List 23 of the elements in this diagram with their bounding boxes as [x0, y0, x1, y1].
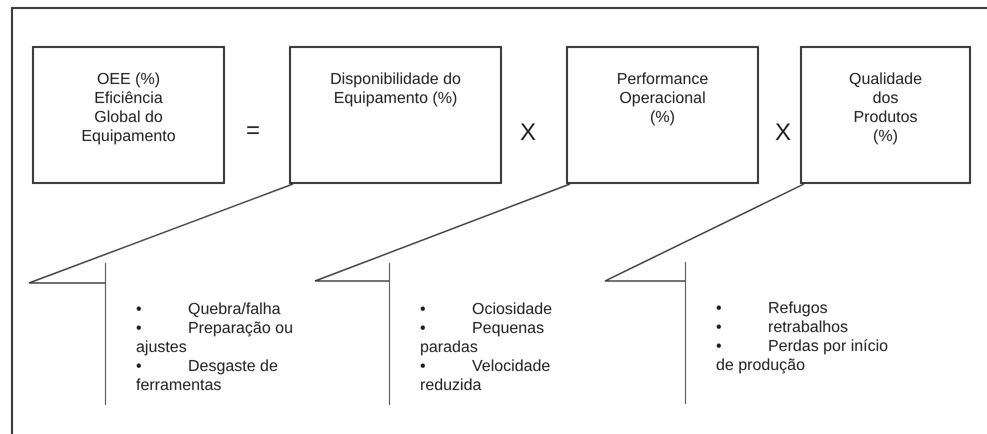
formula-box: [289, 46, 502, 184]
formula-box: [800, 46, 971, 184]
box-text: Qualidade dos Produtos (%): [848, 70, 923, 146]
leader-line: [314, 183, 570, 282]
operator-symbol: =: [246, 119, 260, 143]
bullet-item: • Ociosidade: [420, 300, 554, 319]
bullet-item: • Quebra/falha: [136, 300, 282, 319]
operator-symbol: X: [520, 121, 536, 145]
leader-line: [604, 183, 804, 282]
bullet-item: • Refugos: [716, 299, 829, 318]
box-text: OEE (%) Eficiência Global do Equipamento: [80, 70, 177, 146]
bullet-item: • Velocidade reduzida: [420, 357, 552, 395]
leader-line: [28, 183, 294, 284]
bullet-item: • Preparação ou ajustes: [136, 319, 294, 357]
bullet-item: • Desgaste de ferramentas: [136, 357, 279, 395]
bullet-item: • Perdas por início de produção: [716, 337, 890, 375]
formula-box: [32, 46, 225, 184]
box-text: Disponibilidade do Equipamento (%): [329, 70, 462, 108]
bullet-item: • Pequenas paradas: [420, 319, 546, 357]
operator-symbol: X: [775, 121, 791, 145]
formula-box: [566, 46, 759, 184]
box-text: Performance Operacional (%): [616, 70, 710, 127]
bullet-item: • retrabalhos: [716, 318, 850, 337]
